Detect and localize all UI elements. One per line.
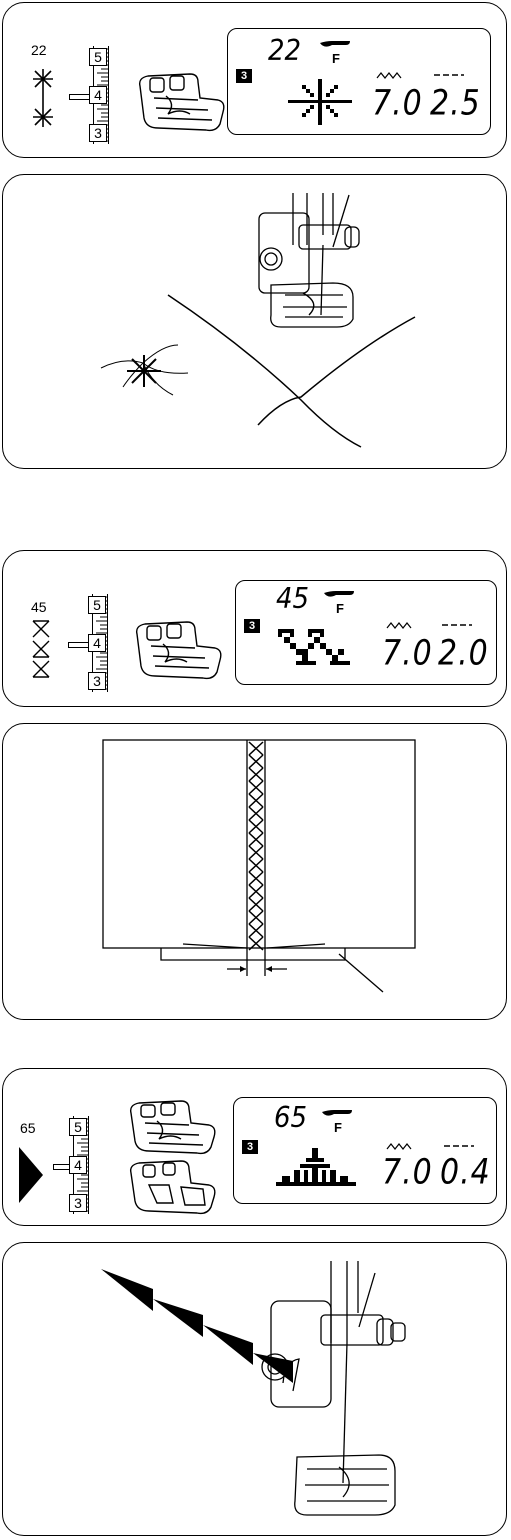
mode-3-icon: 3 — [242, 1140, 258, 1154]
settings-panel-45: 45 5 4 3 45 F 3 — [2, 550, 507, 707]
presser-foot-icon — [138, 73, 225, 132]
presser-foot-icon — [135, 621, 222, 680]
star-stitch-icon — [33, 69, 53, 127]
cross-stitch-icon — [32, 620, 50, 678]
lcd-width-value: 7.0 — [382, 633, 433, 674]
lcd-length-value: 0.4 — [440, 1152, 491, 1193]
lcd-cross-stitch — [278, 629, 350, 665]
dial-mark-3: 3 — [69, 1194, 87, 1212]
lcd-display: 65 F 3 7.0 0.4 — [233, 1097, 497, 1204]
pattern-number: 45 — [31, 599, 47, 615]
lcd-pattern-code: 22 — [268, 34, 302, 68]
lcd-width-value: 7.0 — [382, 1152, 433, 1193]
fabric-curves-illustration — [100, 193, 416, 448]
pattern-number: 65 — [20, 1120, 36, 1136]
illustration-panel-star — [2, 174, 507, 469]
presser-foot-drawing — [258, 193, 360, 328]
foot-letter: F — [332, 51, 340, 65]
dial-mark-5: 5 — [88, 596, 106, 614]
dial-mark-5: 5 — [69, 1118, 87, 1136]
settings-panel-22: 22 5 4 3 22 F 3 — [2, 2, 507, 158]
dial-mark-5: 5 — [89, 48, 107, 66]
dial-pointer — [53, 1164, 70, 1170]
lcd-display: 22 F 3 7.0 2.5 — [227, 28, 491, 135]
svg-text:F: F — [336, 601, 344, 615]
presser-foot-icon — [129, 1100, 216, 1155]
dial-mark-3: 3 — [88, 672, 106, 690]
fill-stitch-trail — [101, 1269, 293, 1383]
stitch-width-icon — [386, 1143, 412, 1150]
fill-stitch-icon — [19, 1147, 43, 1203]
stitch-length-icon — [434, 74, 464, 76]
satin-foot-icon — [129, 1160, 216, 1215]
lcd-display: 45 F 3 7.0 2.0 — [235, 580, 497, 685]
lcd-length-value: 2.5 — [430, 83, 481, 124]
lcd-star-stitch — [288, 79, 352, 125]
mode-3-icon: 3 — [244, 619, 260, 633]
stitch-width-icon — [376, 72, 402, 79]
presser-foot-drawing — [261, 1261, 406, 1516]
dial-mark-4: 4 — [89, 86, 107, 104]
svg-text:F: F — [334, 1120, 342, 1134]
seam-illustration — [102, 739, 416, 993]
dial-pointer — [69, 94, 90, 100]
lcd-fill-stitch — [276, 1148, 356, 1186]
foot-f-icon: F — [322, 1110, 352, 1134]
lcd-length-value: 2.0 — [438, 633, 489, 674]
cross-stitch-line — [248, 741, 264, 951]
fill-stitch-illustration — [101, 1261, 406, 1516]
dial-mark-4: 4 — [88, 634, 106, 652]
lcd-width-value: 7.0 — [372, 83, 423, 124]
settings-panel-65: 65 5 4 3 65 F 3 — [2, 1068, 507, 1226]
stitch-length-icon — [442, 624, 472, 626]
stitch-length-icon — [444, 1145, 474, 1147]
illustration-panel-fill — [2, 1242, 507, 1536]
stitch-width-icon — [386, 622, 412, 629]
illustration-panel-seam — [2, 723, 507, 1020]
dial-mark-3: 3 — [89, 124, 107, 142]
foot-f-icon: F — [320, 41, 350, 65]
lcd-pattern-code: 45 — [276, 582, 310, 616]
foot-f-icon: F — [324, 591, 354, 615]
dial-pointer — [68, 642, 89, 648]
dial-ticks — [106, 46, 120, 144]
mode-3-icon: 3 — [236, 69, 252, 83]
lcd-pattern-code: 65 — [274, 1101, 308, 1135]
dial-mark-4: 4 — [69, 1156, 87, 1174]
pattern-number: 22 — [31, 42, 47, 58]
